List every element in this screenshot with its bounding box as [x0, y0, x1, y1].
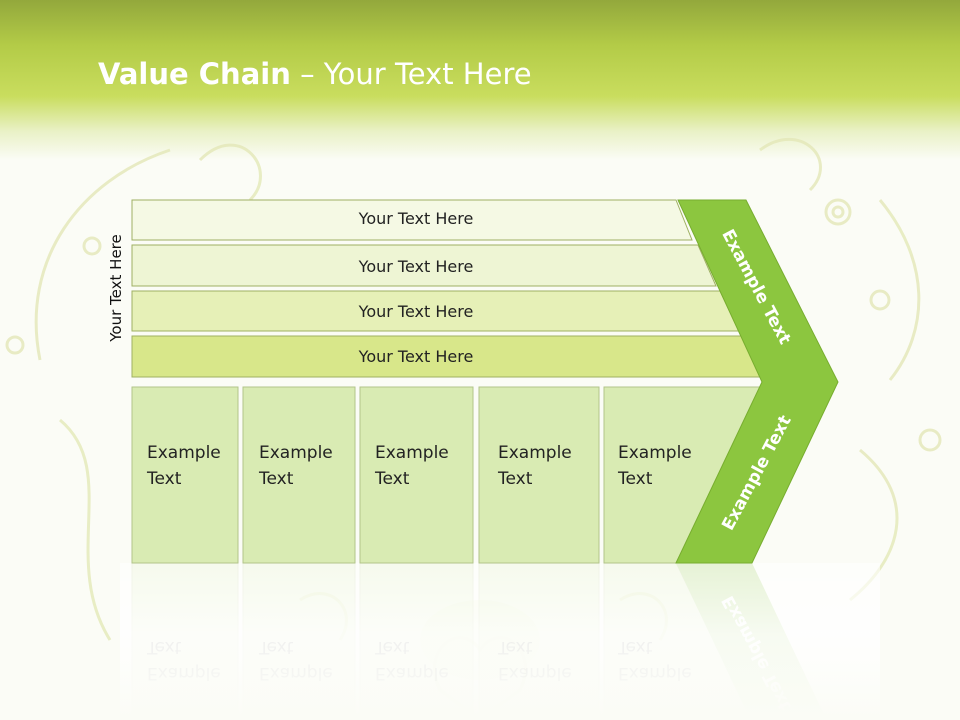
box-1-line1: Example	[147, 443, 221, 463]
box-4: Example Text	[478, 386, 600, 564]
box-5: Example Text	[603, 386, 763, 564]
box-1-line2: Text	[146, 469, 182, 489]
header-band	[0, 0, 960, 160]
box-2-line2: Text	[258, 469, 294, 489]
box-2-line1: Example	[259, 443, 333, 463]
svg-text:Example Text: Example Text	[374, 443, 454, 489]
slide-title: Value Chain – Your Text Here	[98, 54, 532, 94]
box-4-line2: Text	[497, 469, 533, 489]
box-2: Example Text	[242, 386, 356, 564]
box-5-line2: Text	[617, 469, 653, 489]
svg-text:Example Text: Example Text	[497, 443, 577, 489]
bar-1: Your Text Here	[131, 199, 693, 241]
box-1: Example Text	[131, 386, 239, 564]
box-3-line1: Example	[375, 443, 449, 463]
svg-text:Example Text: Example Text	[146, 443, 226, 489]
title-rest: – Your Text Here	[290, 57, 532, 91]
box-3: Example Text	[359, 386, 474, 564]
bar-1-label: Your Text Here	[358, 209, 474, 228]
bar-2: Your Text Here	[131, 244, 717, 287]
svg-text:Example Text: Example Text	[258, 443, 338, 489]
bar-4-label: Your Text Here	[358, 347, 474, 366]
bar-4: Your Text Here	[131, 335, 764, 378]
bar-2-label: Your Text Here	[358, 257, 474, 276]
box-4-line1: Example	[498, 443, 572, 463]
bar-3-label: Your Text Here	[358, 302, 474, 321]
box-5-line1: Example	[618, 443, 692, 463]
bar-3: Your Text Here	[131, 290, 740, 332]
box-3-line2: Text	[374, 469, 410, 489]
svg-text:Example Text: Example Text	[617, 443, 697, 489]
title-bold: Value Chain	[98, 57, 291, 91]
